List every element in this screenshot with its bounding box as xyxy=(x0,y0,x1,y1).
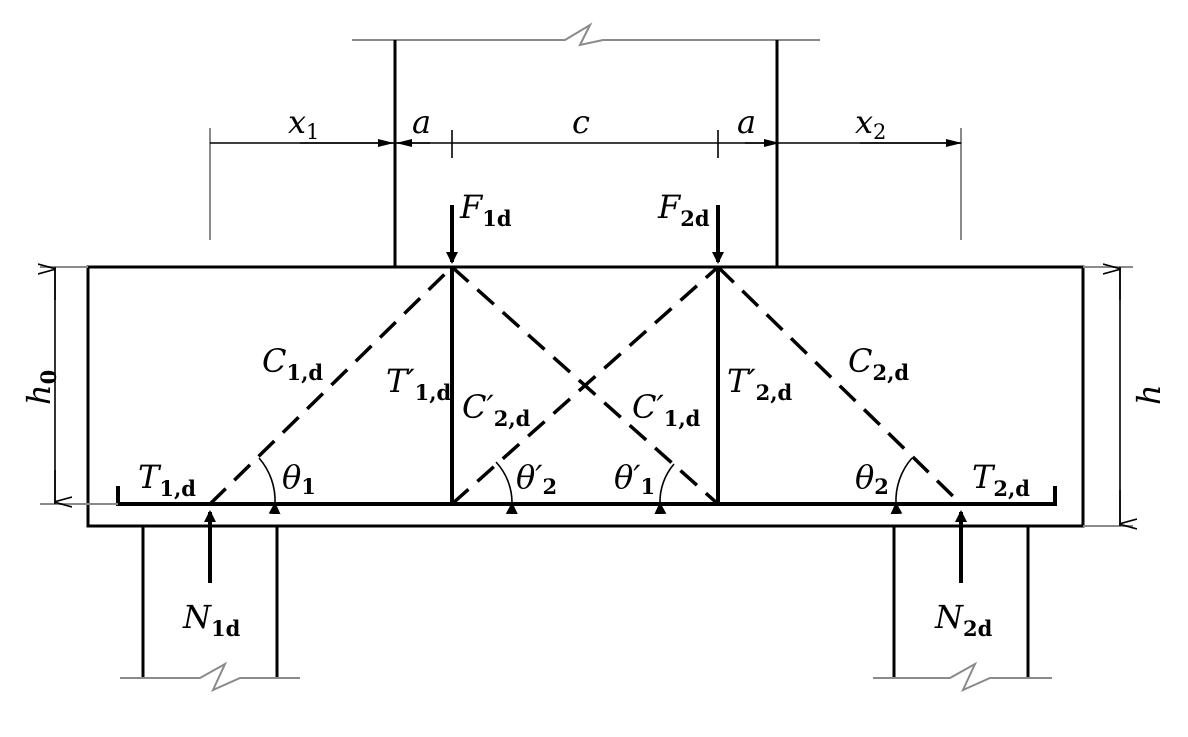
strut-c1d xyxy=(208,265,454,506)
label-thetap2: θ′2 xyxy=(516,458,557,499)
upper-column xyxy=(352,22,820,267)
label-a-right: a xyxy=(737,103,756,141)
bottom-tie xyxy=(116,486,1057,506)
angle-arcs xyxy=(258,457,913,515)
pile-cap-outline xyxy=(86,265,1085,528)
arc-thetap2 xyxy=(495,461,518,515)
label-n2d: N2d xyxy=(934,598,993,641)
label-tp2d: T′2,d xyxy=(727,362,793,405)
label-f1d: F1d xyxy=(459,188,512,231)
label-n1d: N1d xyxy=(182,598,241,641)
label-c1d: C1,d xyxy=(262,342,323,385)
depth-dimensions xyxy=(40,267,1133,526)
label-t2d: T2,d xyxy=(972,458,1030,501)
horizontal-dimensions xyxy=(209,128,962,240)
strut-cp2d xyxy=(450,265,720,506)
label-theta1: θ1 xyxy=(282,458,316,499)
label-t1d: T1,d xyxy=(138,458,196,501)
arc-thetap1 xyxy=(654,463,675,515)
label-cp2d: C′2,d xyxy=(462,388,531,431)
label-x2: x2 xyxy=(855,103,886,144)
label-a-left: a xyxy=(412,103,431,141)
piles xyxy=(120,526,1052,692)
label-h: h xyxy=(1130,384,1168,405)
label-cp1d: C′1,d xyxy=(632,388,701,431)
struts xyxy=(208,265,963,506)
pile-1-break-line xyxy=(120,661,300,692)
label-tp1d: T′1,d xyxy=(386,362,452,405)
column-break-line xyxy=(352,22,820,47)
label-thetap1: θ′1 xyxy=(614,458,655,499)
label-c: c xyxy=(572,103,590,141)
strut-c2d xyxy=(716,265,963,506)
label-h0: h0 xyxy=(20,370,61,405)
label-f2d: F2d xyxy=(657,188,710,231)
pile-2-break-line xyxy=(873,661,1052,692)
arc-theta2 xyxy=(890,457,913,515)
label-c2d: C2,d xyxy=(848,342,909,385)
label-theta2: θ2 xyxy=(855,458,889,499)
label-x1: x1 xyxy=(288,103,319,144)
arc-theta1 xyxy=(258,457,281,515)
